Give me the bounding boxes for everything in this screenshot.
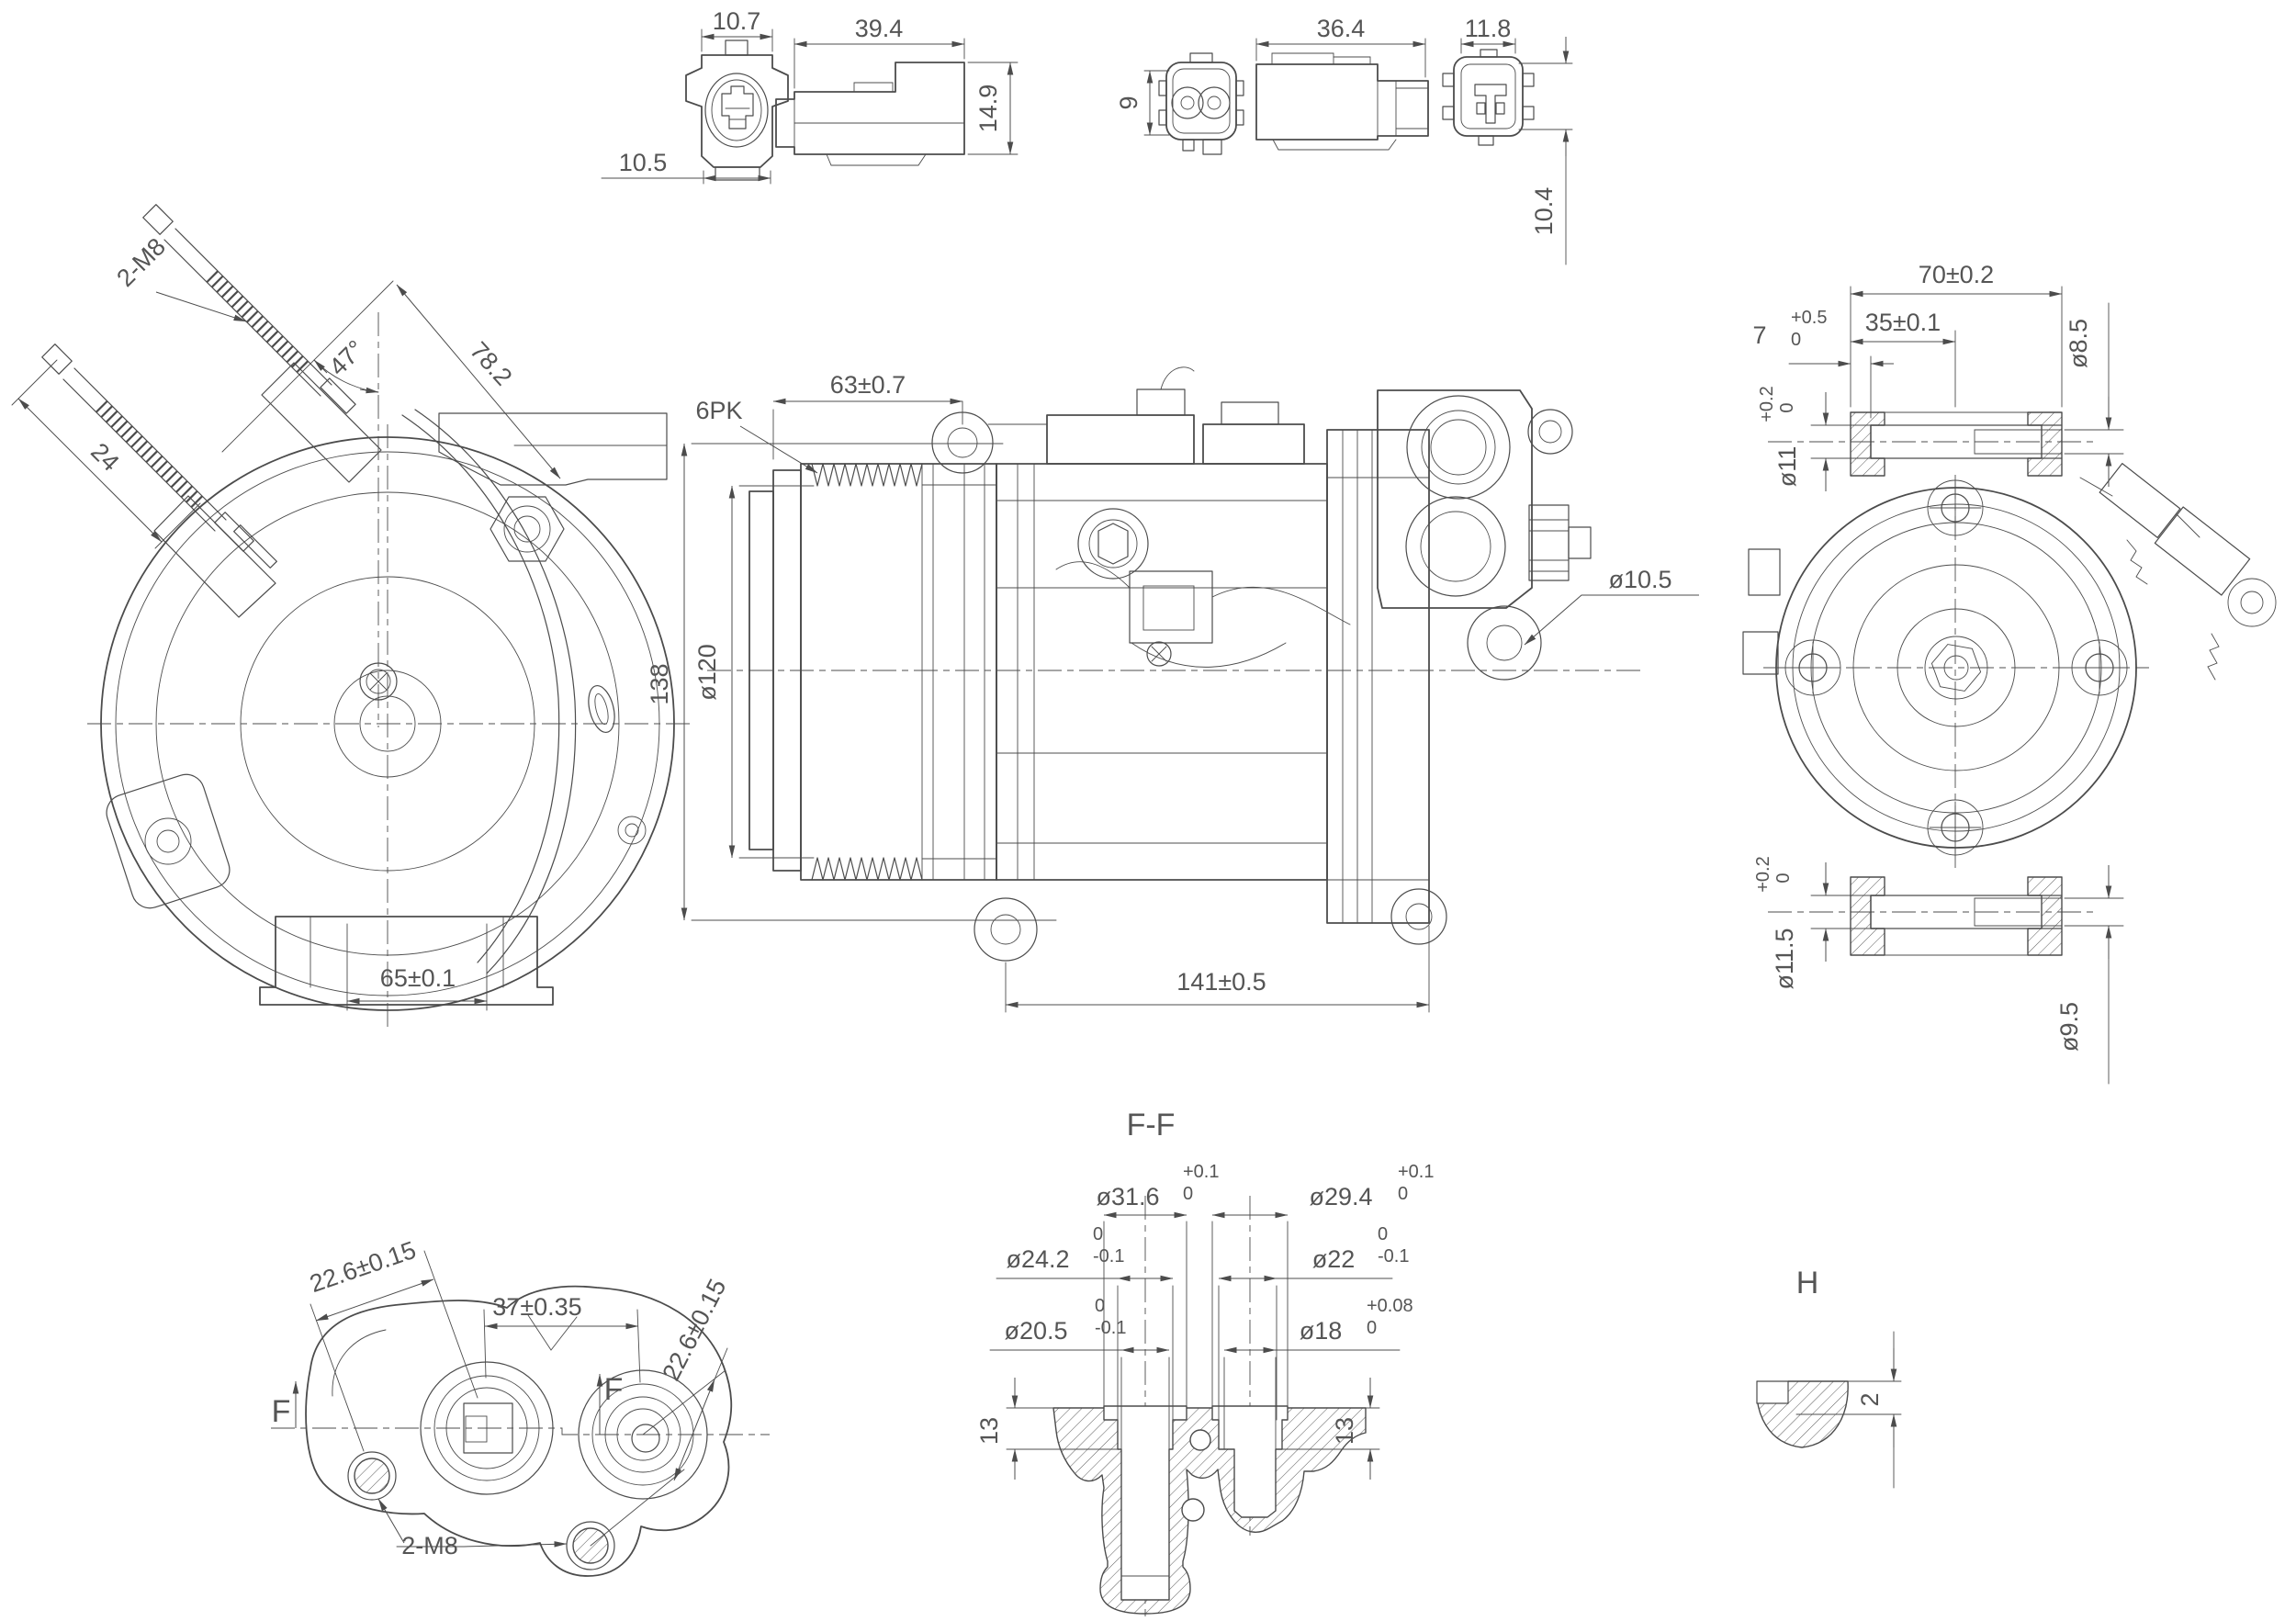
view-connector-a-face: 10.7 10.5 [601,7,789,185]
section-title: F-F [1127,1108,1176,1143]
dim-pulley-offset: 63±0.7 [830,371,906,399]
dim-connB-end-height: 10.4 [1530,187,1558,236]
dim-lug-span: 70±0.2 [1919,261,1994,288]
dim-connA-face-bottom: 10.5 [619,149,668,176]
dim-step-tol-dn: 0 [1791,330,1801,350]
dim-base-width: 65±0.1 [380,964,456,992]
label-cut-left: F [272,1394,291,1429]
rear-harness-cluster [2079,463,2277,681]
detail-title: H [1796,1266,1819,1300]
dim-bore3-up: 0 [1093,1224,1103,1244]
dim-span: 78.2 [465,336,517,390]
dim-top-bush-od: ø11 [1773,446,1801,488]
view-front: 65±0.1 47° 78.2 2-M8 24 [11,204,693,1029]
dim-bore6: ø18 [1300,1317,1343,1345]
dim-step-tol-up: +0.5 [1791,308,1827,328]
dim-stud-callout: 2-M8 [111,232,171,292]
view-connector-a-side: 39.4 14.9 [775,15,1019,166]
view-port-flange: F F 22.6±0.15 37±0.35 22.6±0.15 2-M8 [271,1236,770,1577]
dim-step-depth: 7 [1752,321,1766,349]
dim-bottom-bush-tol-dn: 0 [1773,872,1794,883]
dim-bore2-dn: 0 [1398,1184,1408,1204]
dim-bore4-dn: -0.1 [1378,1246,1409,1266]
view-connector-b-side: 36.4 [1255,15,1429,151]
view-connector-b-end: 11.8 10.4 [1442,15,1573,265]
oil-plug-hex [490,496,565,562]
dim-lug-hole: ø10.5 [1608,566,1671,593]
dim-top-bush-bore: ø8.5 [2065,319,2092,368]
dim-bore5-dn: -0.1 [1095,1318,1126,1338]
view-rear: 70±0.2 35±0.1 7 +0.5 0 ø8.5 ø11 +0.2 0 ø… [1742,261,2277,1085]
dim-connB-side-length: 36.4 [1317,15,1366,42]
dim-bore2-up: +0.1 [1398,1162,1434,1182]
dim-bore4-up: 0 [1378,1224,1388,1244]
dim-detail-step: 2 [1856,1392,1884,1406]
bolt-hole-1 [347,1451,397,1501]
dim-stud-length: 24 [85,437,124,476]
dim-top-bush-tol-dn: 0 [1777,402,1797,412]
dim-connA-face-top: 10.7 [713,7,761,35]
dim-connB-face-height: 9 [1115,96,1142,109]
dim-bore3-dn: -0.1 [1093,1246,1124,1266]
dim-bottom-bush-bore: ø9.5 [2055,1002,2083,1052]
dim-bore1-up: +0.1 [1183,1162,1219,1182]
label-cut-right: F [604,1372,624,1407]
dim-bore5-up: 0 [1095,1296,1105,1316]
dim-bore2: ø29.4 [1309,1183,1372,1210]
boss-hex-bolt [1077,508,1149,580]
view-detail-h: H 2 [1755,1266,1902,1489]
dim-bore6-dn: 0 [1367,1318,1377,1338]
detail-h-notch [1755,1379,1788,1403]
dim-overall-length: 141±0.5 [1176,968,1266,996]
view-connector-b-face: 9 [1115,52,1244,155]
dim-hole-offset-left: 22.6±0.15 [306,1236,419,1298]
dim-connA-side-length: 39.4 [855,15,904,42]
dim-bore5: ø20.5 [1004,1317,1067,1345]
dim-bottom-bush-tol-up: +0.2 [1753,856,1773,892]
dim-connB-end-width: 11.8 [1465,15,1512,42]
dim-overall-height: 138 [646,663,673,704]
dim-port-spacing: 37±0.35 [492,1293,581,1321]
dim-bore3: ø24.2 [1006,1245,1069,1273]
dim-connA-side-height: 14.9 [974,84,1002,133]
dim-bottom-bush-od: ø11.5 [1771,928,1798,989]
dim-belt-code: 6PK [695,397,742,424]
flange-holes [1784,479,2128,856]
dim-top-bush-tol-up: +0.2 [1757,386,1777,422]
dim-pulley-diameter: ø120 [693,644,721,701]
view-side: ø10.5 6PK 63±0.7 ø120 138 141±0.5 [646,366,1699,1013]
view-section-ff: F-F ø31.6 +0.1 0 [975,1108,1434,1616]
dim-hole-offset-right: 22.6±0.15 [657,1275,731,1385]
dim-lug-half-span: 35±0.1 [1865,309,1941,336]
dim-depth-right: 13 [1331,1417,1358,1445]
dim-bore1-dn: 0 [1183,1184,1193,1204]
dim-bore1: ø31.6 [1096,1183,1159,1210]
dim-depth-left: 13 [975,1417,1003,1445]
dim-bore4: ø22 [1312,1245,1356,1273]
dim-bore6-up: +0.08 [1367,1296,1413,1316]
dim-thread-callout: 2-M8 [401,1532,458,1559]
